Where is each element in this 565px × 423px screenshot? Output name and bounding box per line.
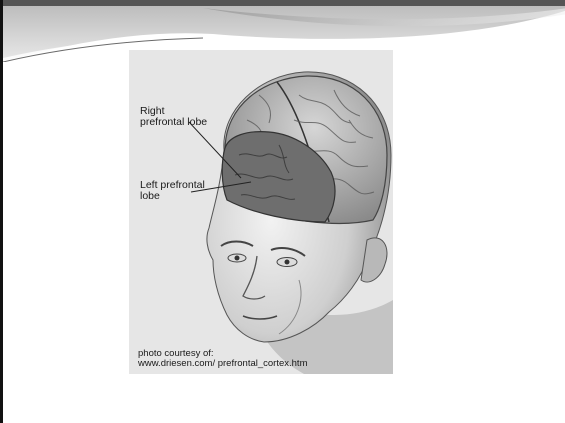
label-right-prefrontal-lobe: Right prefrontal lobe — [140, 106, 210, 128]
photo-credit-caption: photo courtesy of: www.driesen.com/ pref… — [138, 349, 398, 369]
brain-head-illustration — [129, 50, 393, 374]
caption-line-2: www.driesen.com/ prefrontal_cortex.htm — [138, 359, 398, 369]
label-left-prefrontal-lobe: Left prefrontal lobe — [140, 180, 210, 202]
